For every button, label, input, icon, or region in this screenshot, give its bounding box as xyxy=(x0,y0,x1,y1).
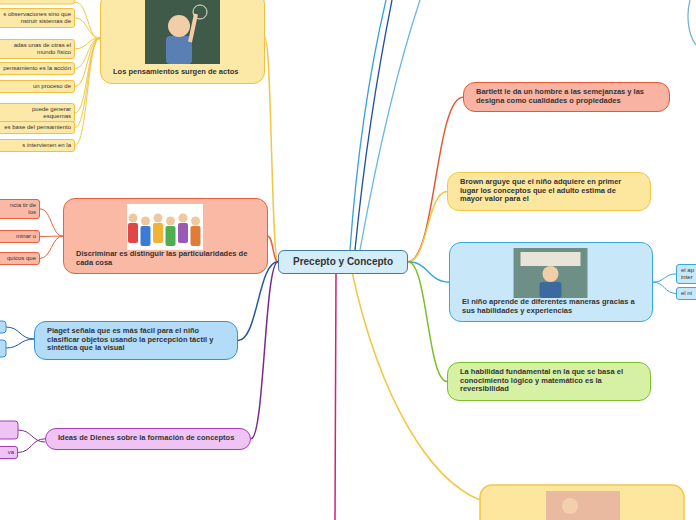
node-text: Precepto y Concepto xyxy=(283,256,403,268)
topic-box xyxy=(0,321,6,333)
node-text: adas unas de otras el mundo físico xyxy=(3,42,71,56)
subtopic-box: un proceso de xyxy=(0,80,75,93)
node-text: Brown arguye que el niño adquiere en pri… xyxy=(460,178,638,204)
branch-line xyxy=(360,0,420,250)
branch-connector xyxy=(18,439,45,453)
illustration xyxy=(462,248,639,298)
topic-box xyxy=(480,485,684,520)
branch-connector xyxy=(75,18,100,38)
node-text: Discriminar es distinguir las particular… xyxy=(76,250,255,267)
node-text: Los pensamientos surgen de actos xyxy=(113,68,252,77)
subtopic-box: el ap inter xyxy=(676,264,696,284)
branch-connector xyxy=(408,191,447,261)
branch-line xyxy=(6,327,34,339)
topic-box: Ideas de Dienes sobre la formación de co… xyxy=(45,428,251,450)
topic-box xyxy=(0,0,75,4)
node-text: Ideas de Dienes sobre la formación de co… xyxy=(58,434,238,443)
node-text: minar o xyxy=(3,233,36,240)
branch-line xyxy=(350,0,386,250)
branch-line xyxy=(18,430,45,442)
node-text: s intervienen en la xyxy=(3,142,71,149)
node-text: el ap inter xyxy=(681,267,696,281)
topic-box: El niño aprende de diferentes maneras gr… xyxy=(449,242,653,322)
subtopic-box: es base del pensamiento xyxy=(0,121,75,134)
topic-box: Piaget señala que es más fácil para el n… xyxy=(34,321,238,360)
node-text: El niño aprende de diferentes maneras gr… xyxy=(462,298,640,315)
subtopic-box: quicos que xyxy=(0,252,40,265)
branch-line xyxy=(6,339,34,348)
node-text: el ni xyxy=(681,290,696,297)
subtopic-box: puede generar esquemas xyxy=(0,103,75,123)
node-text: La habilidad fundamental en la que se ba… xyxy=(460,368,638,394)
subtopic-box: minar o xyxy=(0,230,40,243)
branch-connector xyxy=(653,274,676,282)
topic-box: Bartlett le da un hombre a las semejanza… xyxy=(463,82,670,112)
subtopic-box: el ni xyxy=(676,287,696,300)
branch-line xyxy=(688,0,696,45)
branch-connector xyxy=(40,209,63,236)
branch-connector xyxy=(75,38,100,128)
node-text: puede generar esquemas xyxy=(3,106,71,120)
node-text: pensamiento es la acción xyxy=(3,65,71,72)
node-text: quicos que xyxy=(3,255,36,262)
illustration xyxy=(562,498,578,514)
branch-line xyxy=(355,0,392,250)
branch-line xyxy=(335,272,336,520)
branch-connector xyxy=(408,262,447,382)
illustration xyxy=(113,0,251,68)
topic-box: Discriminar es distinguir las particular… xyxy=(63,198,268,274)
subtopic-box: s intervienen en la xyxy=(0,139,75,152)
branch-connector xyxy=(40,236,63,258)
branch-connector xyxy=(75,38,100,113)
subtopic-box: va xyxy=(0,446,18,459)
node-text: ncia tir de los xyxy=(3,202,36,216)
node-text: Piaget señala que es más fácil para el n… xyxy=(47,327,225,353)
illustration xyxy=(76,204,254,250)
node-text: es base del pensamiento xyxy=(3,124,71,131)
subtopic-box: ncia tir de los xyxy=(0,199,40,219)
topic-box: La habilidad fundamental en la que se ba… xyxy=(447,362,651,401)
illustration xyxy=(546,491,620,520)
branch-line xyxy=(75,2,100,40)
topic-box xyxy=(0,421,18,439)
node-text: s observaciones sino que nstruir sistema… xyxy=(3,11,71,25)
topic-box xyxy=(0,340,6,357)
branch-connector xyxy=(251,262,278,439)
node-text: Bartlett le da un hombre a las semejanza… xyxy=(476,88,657,105)
subtopic-box: pensamiento es la acción xyxy=(0,62,75,75)
central-topic: Precepto y Concepto xyxy=(278,250,408,274)
topic-box: Los pensamientos surgen de actos xyxy=(100,0,265,84)
node-text: va xyxy=(3,449,14,456)
branch-connector xyxy=(653,282,676,293)
branch-connector xyxy=(75,38,100,146)
subtopic-box: adas unas de otras el mundo físico xyxy=(0,39,75,59)
subtopic-box: s observaciones sino que nstruir sistema… xyxy=(0,8,75,28)
topic-box: Brown arguye que el niño adquiere en pri… xyxy=(447,172,651,211)
node-text: un proceso de xyxy=(3,83,71,90)
branch-connector xyxy=(408,262,449,282)
branch-connector xyxy=(268,236,278,262)
